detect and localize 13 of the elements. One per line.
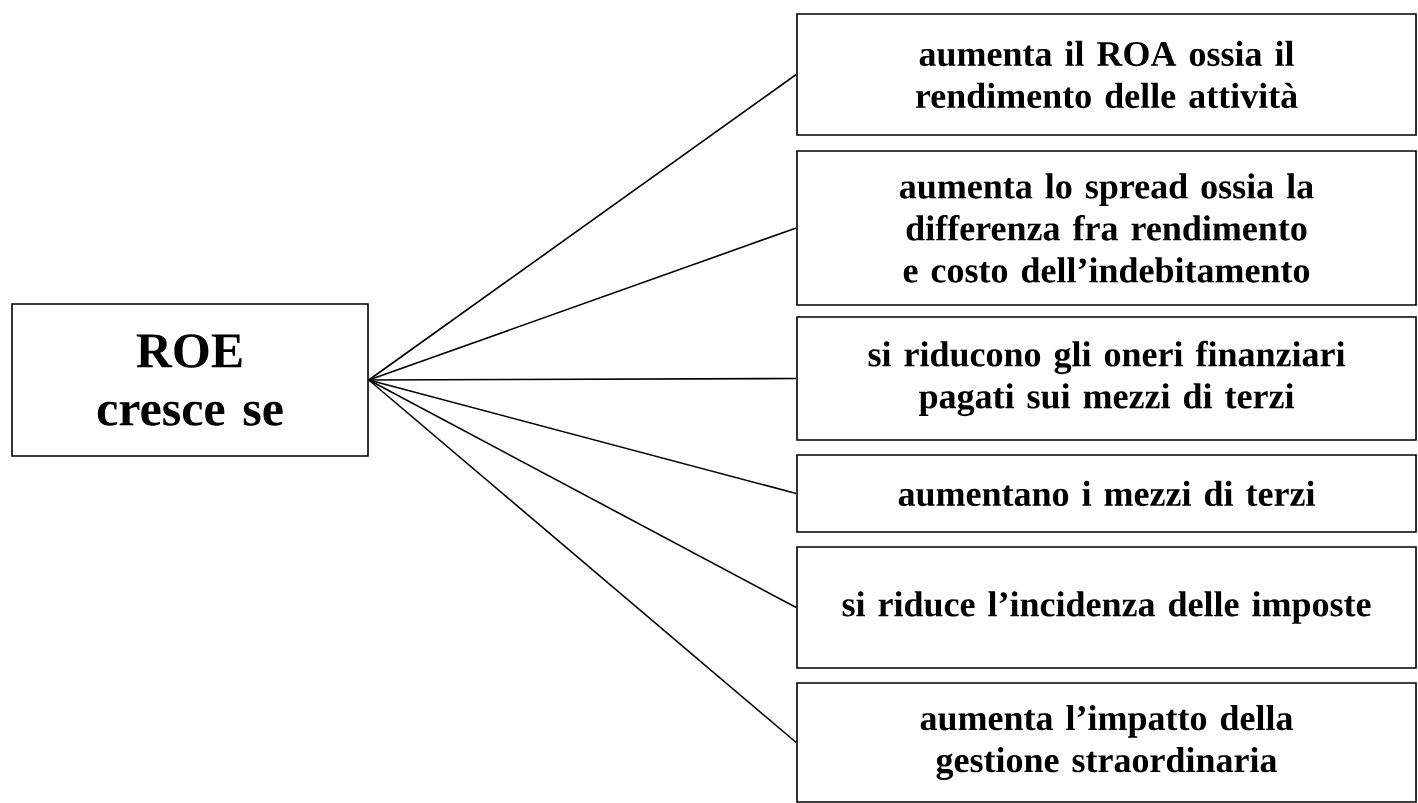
connector-line <box>368 377 797 381</box>
title-box: ROE cresce se <box>11 303 369 457</box>
connector-line <box>368 379 797 609</box>
text-box: aumenta il ROA ossia il rendimento delle attività <box>796 13 1417 136</box>
connector-line <box>368 379 797 495</box>
text-box: aumenta lo spread ossia la differenza fra rendimento e costo dell’indebitamento <box>796 150 1417 306</box>
text-box: aumenta l’impatto della gestione straordinaria <box>796 682 1417 803</box>
text-box: aumentano i mezzi di terzi <box>796 454 1417 533</box>
connector-line <box>368 227 797 381</box>
connector-line <box>368 379 797 744</box>
text-box: si riduce l’incidenza delle imposte <box>796 546 1417 669</box>
connector-line <box>368 73 797 381</box>
text-box: si riducono gli oneri finanziari pagati sui mezzi di terzi <box>796 316 1417 441</box>
